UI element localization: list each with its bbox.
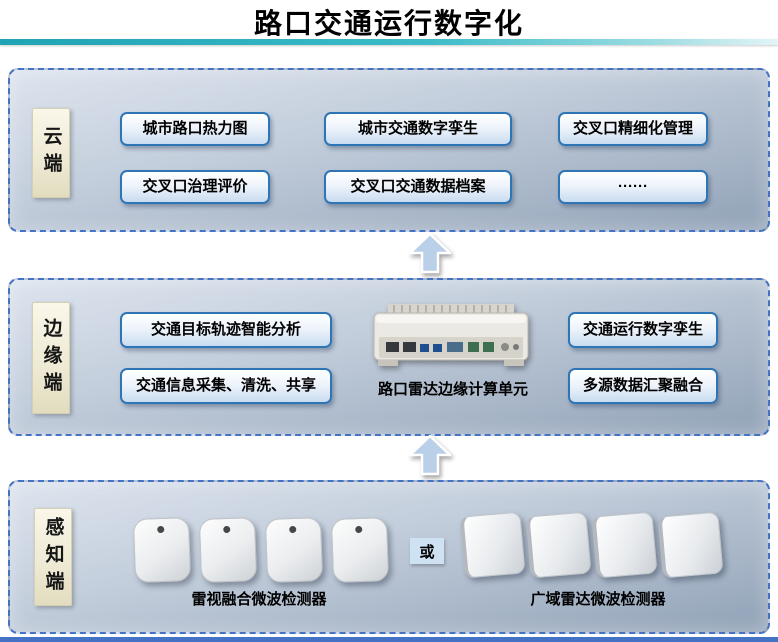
up-arrow-icon	[408, 434, 452, 476]
box-intersection-fine-management: 交叉口精细化管理	[558, 112, 708, 146]
page-title: 路口交通运行数字化	[253, 8, 524, 39]
box-ellipsis-more: ······	[558, 170, 708, 204]
wide-area-radar-detector-icon	[591, 511, 658, 579]
edge-computer-icon	[362, 304, 540, 381]
box-city-intersection-heatmap: 城市路口热力图	[120, 112, 270, 146]
box-intersection-traffic-archive: 交叉口交通数据档案	[324, 170, 512, 204]
box-trajectory-intelligent-analysis: 交通目标轨迹智能分析	[120, 312, 332, 348]
perception-layer: 感知端 或 雷视融合微波检测器 广域雷达微波检测器	[8, 480, 770, 634]
box-traffic-operation-digital-twin: 交通运行数字孪生	[568, 312, 718, 348]
title-rule	[0, 39, 778, 45]
wide-area-radar-detector-icon	[459, 511, 526, 579]
bottom-accent-bar	[0, 637, 778, 642]
cloud-layer: 云端 城市路口热力图 城市交通数字孪生 交叉口精细化管理 交叉口治理评价 交叉口…	[8, 68, 770, 232]
cloud-layer-label: 云端	[32, 108, 70, 198]
radar-vision-detector-icon	[132, 517, 192, 583]
radar-vision-detector-icon	[330, 517, 390, 583]
radar-vision-detector-icon	[264, 517, 324, 583]
box-city-traffic-digital-twin: 城市交通数字孪生	[324, 112, 512, 146]
caption-wide-area-radar-detectors: 广域雷达微波检测器	[530, 591, 666, 608]
perception-layer-label: 感知端	[34, 508, 72, 606]
edge-layer: 边缘端 交通目标轨迹智能分析 交通信息采集、清洗、共享	[8, 278, 770, 436]
wide-area-radar-detector-icon	[657, 511, 724, 579]
box-intersection-governance-evaluation: 交叉口治理评价	[120, 170, 270, 204]
wide-area-radar-detector-icon	[525, 511, 592, 579]
lens-dot-icon	[289, 525, 297, 534]
caption-radar-vision-detectors: 雷视融合微波检测器	[191, 591, 327, 608]
lens-dot-icon	[223, 525, 231, 534]
or-badge: 或	[410, 538, 444, 564]
lens-dot-icon	[157, 525, 165, 534]
box-multisource-data-fusion: 多源数据汇聚融合	[568, 368, 718, 404]
edge-computer-caption: 路口雷达边缘计算单元	[377, 381, 528, 398]
box-info-collection-cleaning-sharing: 交通信息采集、清洗、共享	[120, 368, 332, 404]
lens-dot-icon	[355, 525, 363, 534]
up-arrow-icon	[408, 232, 452, 274]
edge-layer-label: 边缘端	[32, 302, 70, 414]
radar-vision-detector-icon	[198, 517, 258, 583]
